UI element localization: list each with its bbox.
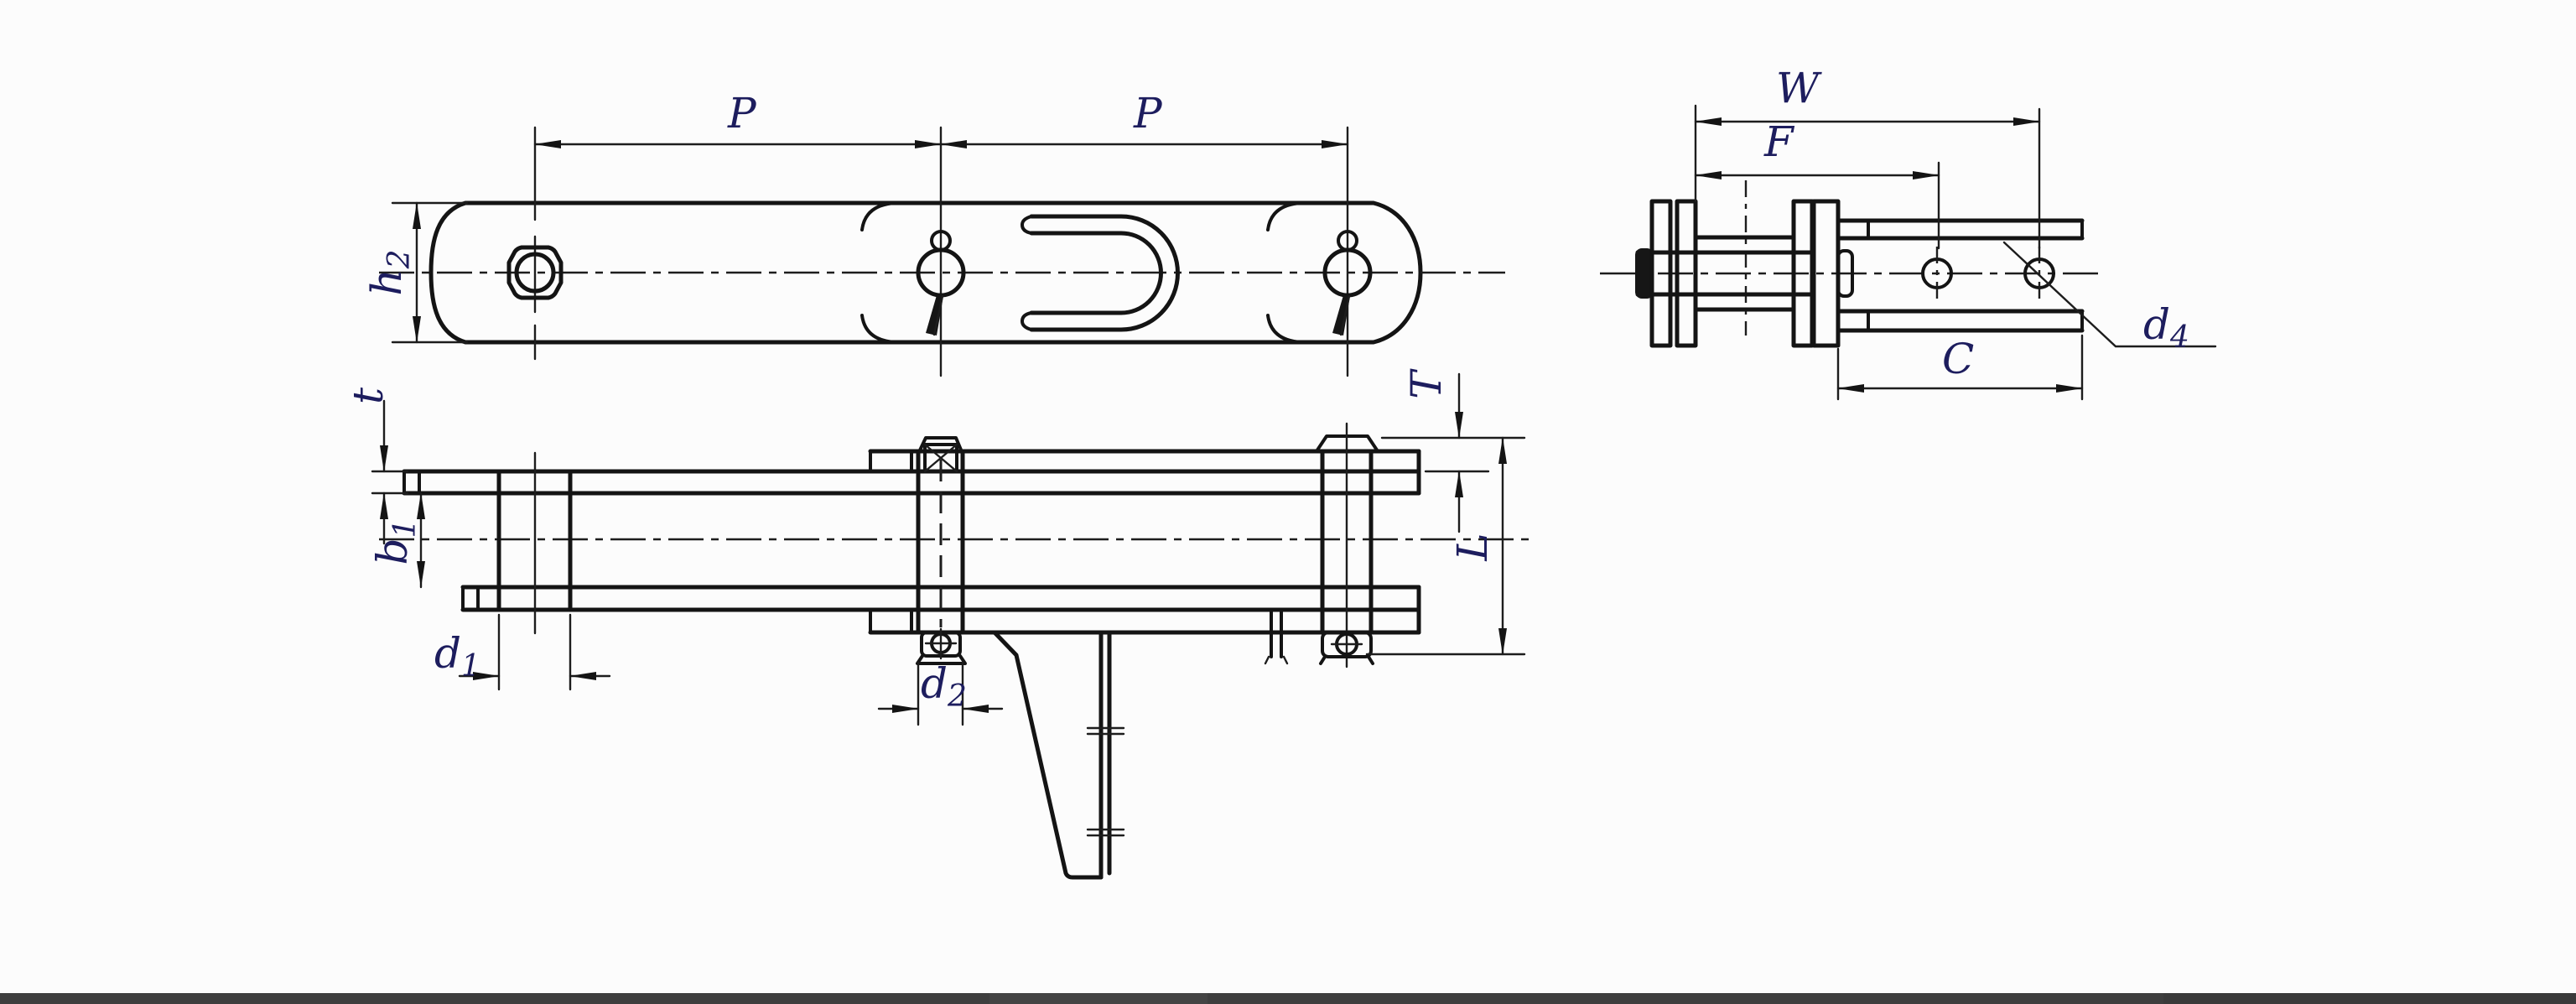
pin3-cotter-head [1337,230,1358,252]
link-corner-arc-4 [1266,314,1303,344]
bush-hole-circle [514,252,556,294]
link-corner-arc-2 [860,314,897,344]
pin2-cotter-tail-line [932,294,944,336]
pin2-cotter-head [930,230,952,252]
pin3-cotter-flare [1319,655,1374,665]
dim-label-t: t [344,387,392,404]
dim-label-F: F [1763,117,1795,166]
end-pin-tab [1836,249,1854,298]
bush-hole-outline [506,245,564,300]
u-slot-cap-top [1021,215,1033,235]
dim-label-h2: h2 [362,249,417,295]
end-view: W F C d4 [1600,64,2217,401]
u-slot-outer [1029,214,1180,332]
dim-label-L: L [1448,533,1497,561]
link-corner-arc-3 [1266,201,1303,231]
dim-label-pitch-2: P [1133,89,1163,138]
dim-label-d4: d4 [2143,300,2189,355]
pin2-head-cap [917,436,964,455]
dim-label-pitch-1: P [727,89,757,138]
pin2-cotter-tail [926,295,943,336]
u-slot-cap-bottom [1021,311,1033,331]
plan-view: t b1 d1 d2 T L [344,368,1536,880]
gusset-outline [992,630,1104,880]
dim-label-W: W [1776,64,1822,112]
end-plate-inner-left [1675,199,1698,348]
dim-label-b1: b1 [368,519,423,565]
dim-label-d1: d1 [434,629,480,684]
scan-edge-bar [0,993,2576,1004]
dim-d4-leader [2002,241,2217,348]
link-corner-arc-1 [860,201,897,231]
cotter-cross-d2 [923,443,958,473]
side-view: P P h2 [362,89,1505,377]
u-slot-inner [1029,231,1163,315]
pin2-cotter-flare [916,654,967,665]
dim-label-d2: d2 [921,659,967,714]
end-pin-cap [1635,248,1654,299]
dim-label-T: T [1402,368,1451,399]
side-plate-outline [428,200,1423,345]
end-plate-outer-left [1649,199,1673,348]
pin3-cotter-tail-line [1339,294,1351,336]
dim-label-C: C [1942,335,1974,383]
attachment-leg-flare [1264,655,1289,665]
pin3-cotter-tail [1332,295,1350,336]
